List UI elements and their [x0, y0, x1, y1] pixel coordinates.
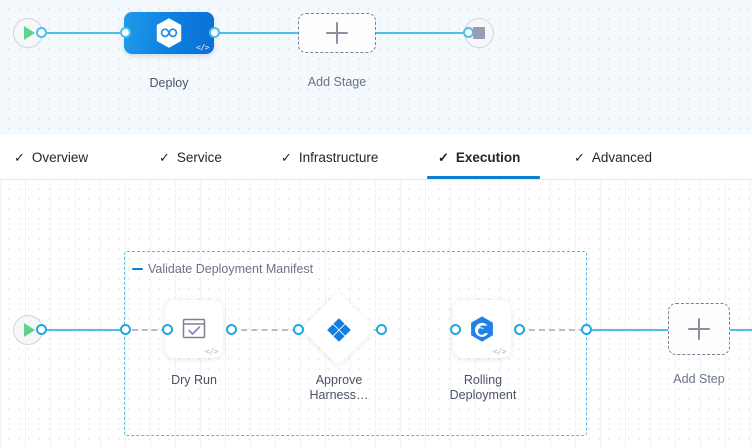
plus-icon	[688, 318, 710, 340]
rolling-output-dot[interactable]	[514, 324, 525, 335]
window-check-icon	[182, 318, 206, 339]
step-node-dry-run[interactable]: </>	[165, 300, 223, 358]
deploy-input-dot[interactable]	[120, 27, 131, 38]
tab-infrastructure-label: Infrastructure	[298, 149, 379, 165]
check-icon: ✓	[14, 149, 25, 165]
step-group-header[interactable]: Validate Deployment Manifest	[132, 262, 313, 276]
step-group-entry-dot[interactable]	[120, 324, 131, 335]
stage-connector-add-to-end	[373, 32, 472, 34]
step-start-connector-dot[interactable]	[36, 324, 47, 335]
tab-advanced[interactable]: ✓ Advanced	[574, 135, 652, 179]
check-icon: ✓	[281, 149, 292, 165]
step-connector-entry-to-dryrun	[132, 329, 167, 331]
add-step-label: Add Step	[673, 372, 725, 386]
add-stage-label: Add Stage	[307, 75, 367, 89]
add-stage-button[interactable]	[298, 13, 376, 53]
stage-node-deploy-label: Deploy	[149, 76, 189, 90]
play-icon	[24, 323, 35, 337]
check-icon: ✓	[438, 149, 449, 165]
deploy-code-badge[interactable]: </>	[196, 43, 209, 52]
stage-start-node[interactable]	[13, 18, 43, 48]
tab-execution-label: Execution	[455, 149, 521, 165]
stage-canvas[interactable]: </> Deploy Add Stage	[0, 0, 752, 135]
step-connector-group-to-addstep	[587, 329, 668, 331]
tab-service[interactable]: ✓ Service	[159, 135, 222, 179]
play-icon	[24, 26, 35, 40]
approve-icon-wrap	[325, 316, 353, 344]
deploy-output-dot[interactable]	[209, 27, 220, 38]
check-icon: ✓	[159, 149, 170, 165]
step-connector-addstep-out	[730, 329, 752, 331]
minus-collapse-icon[interactable]	[132, 268, 143, 270]
step-connector-dryrun-to-approve	[231, 329, 298, 331]
step-node-rolling-deployment-label: Rolling Deployment	[449, 373, 517, 402]
dry-run-input-dot[interactable]	[162, 324, 173, 335]
add-step-button[interactable]	[668, 303, 730, 355]
rolling-input-dot[interactable]	[450, 324, 461, 335]
step-group-validate-deployment-manifest[interactable]	[124, 251, 587, 436]
harness-hexagon-infinity-icon	[156, 18, 182, 48]
step-group-exit-dot[interactable]	[581, 324, 592, 335]
dry-run-code-badge[interactable]: </>	[205, 347, 218, 356]
step-group-title: Validate Deployment Manifest	[148, 262, 314, 276]
tab-advanced-label: Advanced	[591, 149, 652, 165]
dry-run-output-dot[interactable]	[226, 324, 237, 335]
plus-icon	[326, 22, 348, 44]
stage-end-connector-dot[interactable]	[463, 27, 474, 38]
step-node-rolling-deployment[interactable]: </>	[453, 300, 511, 358]
harness-approval-diamond-icon	[327, 318, 351, 342]
approve-output-dot[interactable]	[376, 324, 387, 335]
tab-overview[interactable]: ✓ Overview	[14, 135, 88, 179]
tab-infrastructure[interactable]: ✓ Infrastructure	[281, 135, 378, 179]
rolling-code-badge[interactable]: </>	[493, 347, 506, 356]
step-connector-start-to-group	[36, 329, 128, 331]
rolling-deployment-hexagon-icon	[471, 316, 493, 342]
stage-connector-start-to-deploy	[36, 32, 158, 34]
step-node-dry-run-label: Dry Run	[171, 373, 217, 387]
tab-service-label: Service	[176, 149, 222, 165]
stop-square-icon	[473, 27, 485, 39]
stage-config-tabs: ✓ Overview ✓ Service ✓ Infrastructure ✓ …	[0, 135, 752, 180]
stage-connector-deploy-to-add	[216, 32, 306, 34]
tab-execution[interactable]: ✓ Execution	[438, 135, 520, 179]
stage-node-deploy[interactable]: </>	[124, 12, 214, 54]
tab-active-underline	[427, 176, 540, 179]
approve-input-dot[interactable]	[293, 324, 304, 335]
step-node-approve-harness-label: Approve Harness…	[309, 373, 369, 402]
stage-start-connector-dot[interactable]	[36, 27, 47, 38]
step-connector-rolling-to-groupexit	[519, 329, 585, 331]
check-icon: ✓	[574, 149, 585, 165]
tab-overview-label: Overview	[31, 149, 89, 165]
execution-steps-canvas[interactable]: Validate Deployment Manifest </> Dry Run	[0, 180, 752, 448]
